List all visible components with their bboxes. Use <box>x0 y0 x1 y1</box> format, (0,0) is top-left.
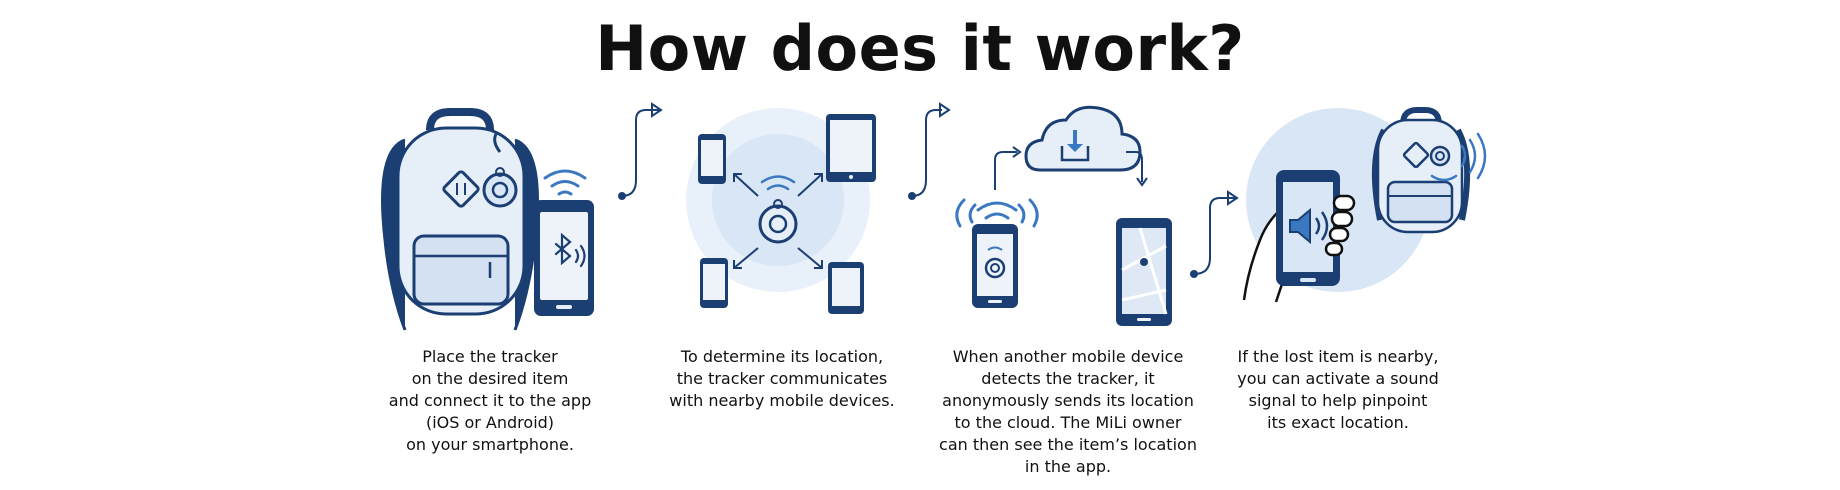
step2-caption: To determine its location, the tracker c… <box>652 346 912 412</box>
tracker-icon <box>482 133 518 208</box>
step2-illustration <box>686 102 951 314</box>
tablet-icon <box>826 114 876 182</box>
caption-line: detects the tracker, it <box>981 369 1155 388</box>
wifi-signal-icon <box>760 175 796 191</box>
caption-line: anonymously sends its location <box>942 391 1194 410</box>
backpack-icon <box>381 108 539 331</box>
smartphone-icon <box>534 200 594 316</box>
caption-line: in the app. <box>1024 457 1112 476</box>
arrow-down-icon <box>1126 151 1148 187</box>
smartphone-icon <box>972 224 1018 308</box>
caption-line: If the lost item is nearby, <box>1237 347 1439 366</box>
arrow-up-icon <box>994 146 1022 190</box>
caption-line: signal to help pinpoint <box>1248 391 1428 410</box>
arrow-connector-3 <box>1190 190 1239 278</box>
caption-line: can then see the item’s location <box>939 435 1197 454</box>
bluetooth-icon <box>554 232 586 268</box>
smartphone-map-icon <box>1116 218 1172 326</box>
caption-line: and connect it to the app <box>388 391 592 410</box>
wifi-signal-icon <box>955 198 1039 228</box>
step1-illustration <box>381 102 663 331</box>
step1-caption: Place the tracker on the desired item an… <box>365 346 615 456</box>
arrows-icon <box>733 173 823 269</box>
hand-icon <box>1242 210 1288 303</box>
tablet-icon <box>828 262 864 314</box>
arrow-connector-1 <box>618 102 663 200</box>
backpack-icon <box>1371 107 1471 234</box>
tracker-icon <box>758 199 798 244</box>
caption-line: To determine its location, <box>680 347 884 366</box>
caption-line: the tracker communicates <box>676 369 888 388</box>
arrow-connector-2 <box>908 102 951 200</box>
caption-line: on your smartphone. <box>406 435 574 454</box>
caption-line: you can activate a sound <box>1237 369 1439 388</box>
caption-line: Place the tracker <box>422 347 558 366</box>
smartphone-icon <box>698 134 726 184</box>
caption-line: (iOS or Android) <box>425 413 555 432</box>
fingers-icon <box>1324 194 1356 257</box>
wifi-signal-icon <box>543 169 587 196</box>
caption-line: with nearby mobile devices. <box>669 391 895 410</box>
caption-line: When another mobile device <box>952 347 1184 366</box>
smartphone-icon <box>700 258 728 308</box>
step3-illustration <box>955 105 1239 326</box>
speaker-icon <box>1289 207 1329 245</box>
step4-caption: If the lost item is nearby, you can acti… <box>1218 346 1458 434</box>
caption-line: on the desired item <box>411 369 569 388</box>
page-title: How does it work? <box>595 12 1245 85</box>
step4-illustration <box>1242 107 1487 303</box>
sound-waves-icon <box>1430 132 1487 182</box>
caption-line: its exact location. <box>1267 413 1409 432</box>
cloud-download-icon <box>1024 105 1142 172</box>
caption-line: to the cloud. The MiLi owner <box>954 413 1182 432</box>
step3-caption: When another mobile device detects the t… <box>930 346 1206 478</box>
